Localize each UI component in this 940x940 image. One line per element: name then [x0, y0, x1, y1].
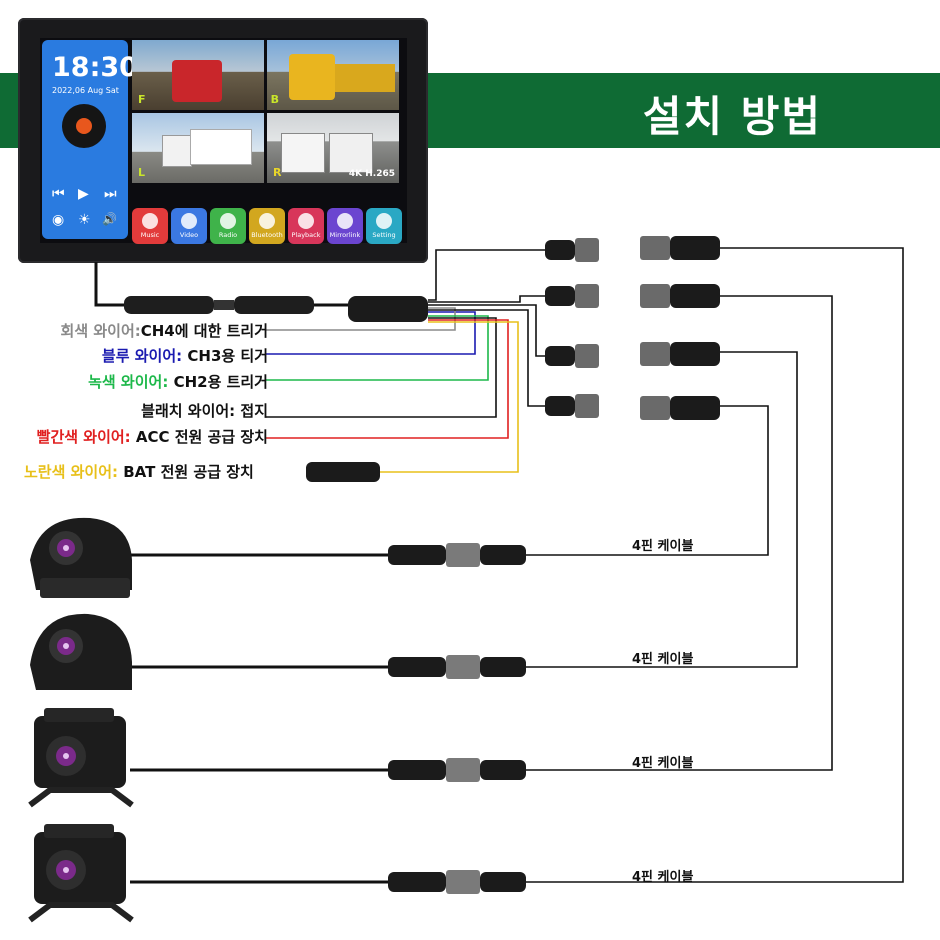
- bluetooth-icon: [259, 213, 275, 229]
- camera-cable-3: [130, 758, 526, 782]
- mirrorlink-icon: [337, 213, 353, 229]
- monitor-screen: 18:30 2022,06 Aug Sat ⏮ ▶ ⏭ ◉ ☀ 🔊 F B: [40, 38, 407, 244]
- male-connector-3: [640, 342, 720, 366]
- app-video: Video: [171, 208, 207, 244]
- app-bluetooth: Bluetooth: [249, 208, 285, 244]
- route-line-1: [525, 405, 769, 556]
- truck-shape: [172, 60, 222, 102]
- dome-camera-1: [30, 517, 132, 598]
- radio-icon: [220, 213, 236, 229]
- app-radio: Radio: [210, 208, 246, 244]
- box-camera-1: [28, 708, 134, 808]
- tile-letter: B: [270, 93, 279, 106]
- route-line-3: [525, 295, 833, 771]
- feed-line-1: [428, 249, 545, 301]
- feed-line-2: [428, 295, 545, 303]
- music-icon: [142, 213, 158, 229]
- camera-tile-front: F: [132, 40, 264, 110]
- blue-wire: [266, 311, 476, 355]
- resolution-badge: 4K H.265: [348, 169, 395, 179]
- camera-cable-1: [130, 543, 526, 567]
- tile-letter: R: [273, 166, 282, 179]
- disc-center: [76, 118, 92, 134]
- clock-time: 18:30: [52, 52, 138, 83]
- female-connector-2: [545, 284, 599, 308]
- camera-cable-2: [130, 655, 526, 679]
- inline-connector: [124, 296, 314, 314]
- truck-shape: [329, 133, 373, 173]
- cable-label-2: 4핀 케이블: [632, 652, 694, 667]
- box-camera-2: [28, 824, 134, 923]
- wire-label-blue: 블루 와이어: CH3용 티거: [101, 347, 268, 365]
- female-connector-4: [545, 394, 599, 418]
- gear-icon: [376, 213, 392, 229]
- camera-tile-back: B: [267, 40, 399, 110]
- app-music: Music: [132, 208, 168, 244]
- volume-icon: 🔊: [102, 212, 117, 226]
- page-title: 설치 방법: [642, 92, 822, 141]
- fuse-holder: [306, 462, 380, 482]
- camera-cable-4: [130, 870, 526, 894]
- yellow-wire: [380, 321, 519, 473]
- male-connector-4: [640, 396, 720, 420]
- route-line-4: [525, 247, 904, 883]
- wire-label-red: 빨간색 와이어: ACC 전원 공급 장치: [36, 428, 268, 446]
- wire-label-yellow: 노란색 와이어: BAT 전원 공급 장치: [24, 463, 254, 481]
- brightness-icon: ☀: [78, 212, 91, 228]
- app-mirrorlink: Mirrorlink: [327, 208, 363, 244]
- truck-shape: [281, 133, 325, 173]
- female-connector-3: [545, 344, 599, 368]
- green-wire: [266, 315, 489, 381]
- dome-camera-2: [30, 613, 132, 690]
- gray-wire: [266, 307, 456, 331]
- harness-splitter: [348, 296, 428, 322]
- red-wire: [266, 319, 509, 439]
- route-line-2: [525, 351, 798, 668]
- cable-label-1: 4핀 케이블: [632, 539, 694, 554]
- wire-label-black: 블래치 와이어: 접지: [141, 402, 268, 420]
- tile-letter: L: [138, 166, 146, 179]
- black-wire: [266, 317, 497, 418]
- previous-icon: ⏮: [52, 186, 65, 202]
- feed-line-3: [428, 304, 545, 357]
- record-icon: ◉: [52, 212, 65, 228]
- wire-label-gray: 회색 와이어:CH4에 대한 트리거: [60, 322, 268, 340]
- camera-tile-left: L: [132, 113, 264, 183]
- female-connector-1: [545, 238, 599, 262]
- cable-label-4: 4핀 케이블: [632, 870, 694, 885]
- clock-panel: 18:30 2022,06 Aug Sat ⏮ ▶ ⏭ ◉ ☀ 🔊: [42, 40, 138, 239]
- video-icon: [181, 213, 197, 229]
- male-connector-1: [640, 236, 720, 260]
- cable-label-3: 4핀 케이블: [632, 756, 694, 771]
- trailer-shape: [335, 64, 395, 92]
- wire-label-green: 녹색 와이어: CH2용 트리거: [88, 373, 268, 391]
- app-setting: Setting: [366, 208, 402, 244]
- tile-letter: F: [138, 93, 146, 106]
- feed-line-4: [428, 309, 545, 407]
- app-playback: Playback: [288, 208, 324, 244]
- next-icon: ⏭: [104, 186, 117, 202]
- camera-tile-right: R 4K H.265: [267, 113, 399, 183]
- playback-icon: [298, 213, 314, 229]
- monitor-cable: [94, 262, 126, 307]
- clock-date: 2022,06 Aug Sat: [52, 86, 119, 95]
- monitor: 18:30 2022,06 Aug Sat ⏮ ▶ ⏭ ◉ ☀ 🔊 F B: [18, 18, 428, 263]
- trailer-shape: [190, 129, 252, 165]
- male-connector-2: [640, 284, 720, 308]
- play-icon: ▶: [78, 186, 89, 202]
- truck-shape: [289, 54, 335, 100]
